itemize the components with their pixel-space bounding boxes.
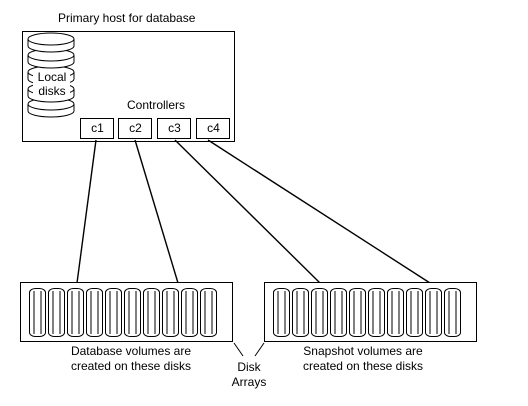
host-title: Primary host for database xyxy=(58,11,196,25)
local-disks-label: Local disks xyxy=(33,70,71,98)
snapshot-disk xyxy=(368,288,385,337)
database-disks xyxy=(29,288,217,337)
connection-c1 xyxy=(76,139,97,284)
disk-arrays-label-line1: Disk xyxy=(237,360,261,374)
controller-c1-box xyxy=(80,118,114,139)
controller-c2-box xyxy=(118,118,152,139)
snapshot-disk xyxy=(349,288,366,337)
controller-c1-label: c1 xyxy=(91,121,104,135)
database-disk xyxy=(143,288,160,337)
controller-c4-box xyxy=(196,118,230,139)
snapshot-disks xyxy=(273,288,461,337)
database-caption-line1: Database volumes are xyxy=(70,344,192,358)
disk-arrays-pointer-right xyxy=(254,342,265,357)
database-disk xyxy=(105,288,122,337)
snapshot-disk xyxy=(387,288,404,337)
controller-c3-box xyxy=(157,118,191,139)
snapshot-disk xyxy=(406,288,423,337)
snapshot-caption-line1: Snapshot volumes are xyxy=(303,344,423,358)
connection-c3 xyxy=(174,139,321,284)
snapshot-disk xyxy=(444,288,461,337)
database-disk xyxy=(48,288,65,337)
controller-c2-label: c2 xyxy=(129,121,142,135)
snapshot-disk xyxy=(292,288,309,337)
database-disk xyxy=(67,288,84,337)
connection-c4 xyxy=(207,139,431,284)
snapshot-caption-line2: created on these disks xyxy=(302,359,424,373)
database-disk xyxy=(162,288,179,337)
database-disk xyxy=(200,288,217,337)
snapshot-disk xyxy=(425,288,442,337)
disk-arrays-label-line2: Arrays xyxy=(231,375,267,389)
controller-c4-label: c4 xyxy=(207,121,220,135)
disk-arrays-pointer-left xyxy=(233,342,244,357)
controllers-label: Controllers xyxy=(127,98,186,112)
controller-c3-label: c3 xyxy=(168,121,181,135)
snapshot-disk xyxy=(311,288,328,337)
snapshot-caption: Snapshot volumes are created on these di… xyxy=(288,344,438,374)
connection-c2 xyxy=(134,139,179,284)
disk-arrays-label: Disk Arrays xyxy=(224,360,274,390)
database-disk xyxy=(29,288,46,337)
database-caption: Database volumes are created on these di… xyxy=(56,344,206,374)
local-disks-label-line2: disks xyxy=(38,84,66,98)
database-disk xyxy=(86,288,103,337)
local-disks-label-line1: Local xyxy=(37,70,67,84)
snapshot-disk xyxy=(330,288,347,337)
snapshot-disk xyxy=(273,288,290,337)
database-caption-line2: created on these disks xyxy=(70,359,192,373)
database-disk xyxy=(124,288,141,337)
database-disk xyxy=(181,288,198,337)
